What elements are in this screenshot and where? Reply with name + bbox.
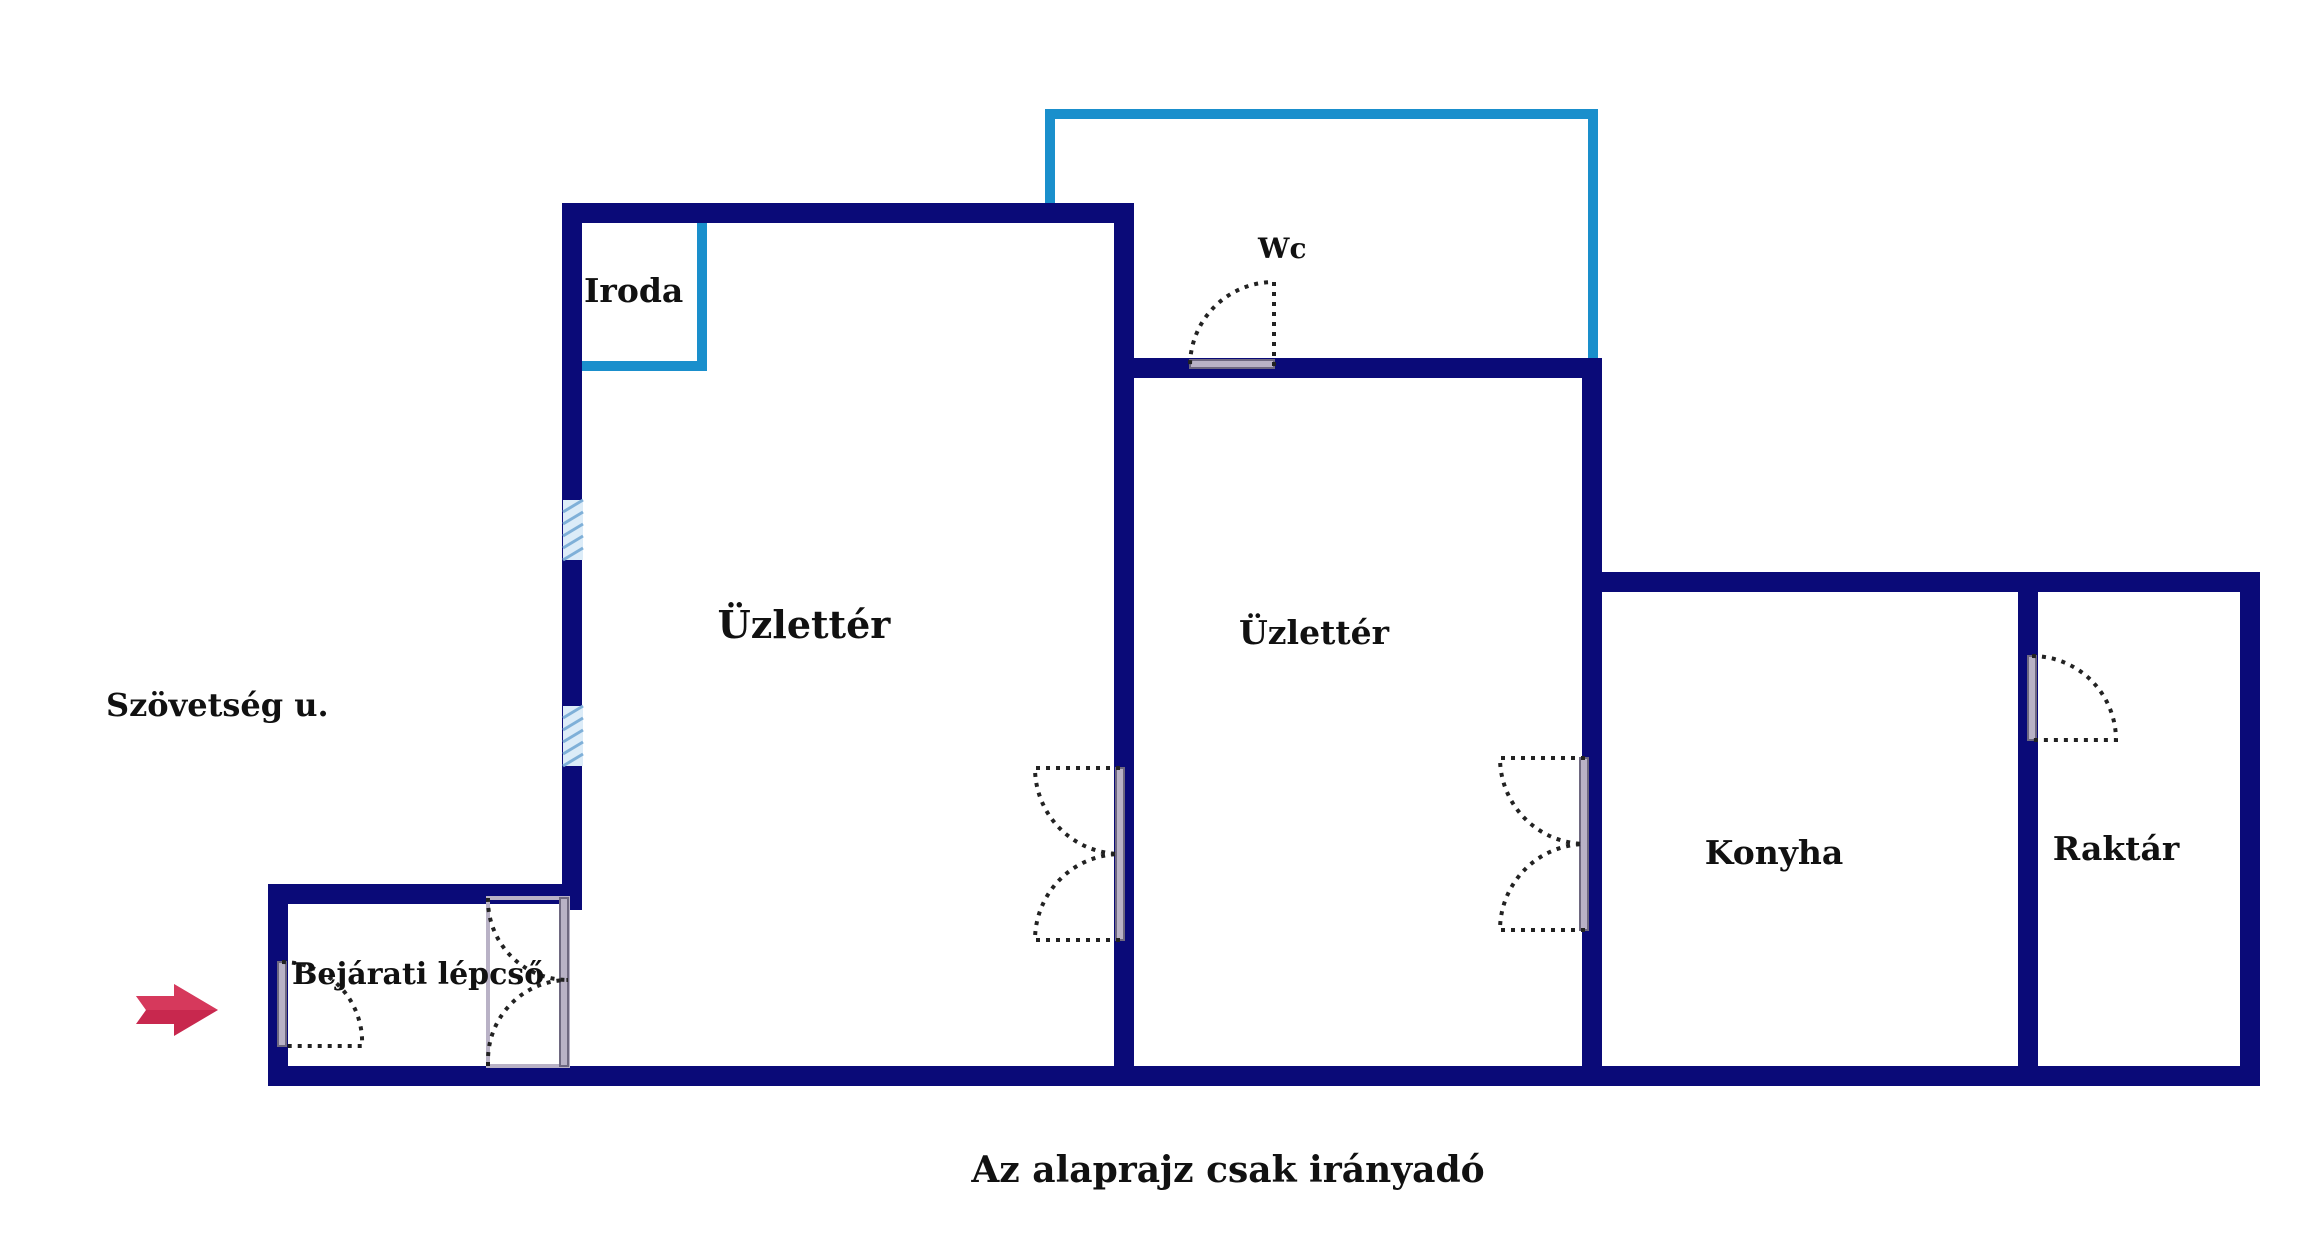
footer-note: Az alaprajz csak irányadó: [970, 1149, 1484, 1191]
label-raktar: Raktár: [2053, 829, 2180, 868]
label-uzletter-2: Üzlettér: [1239, 612, 1390, 652]
label-konyha: Konyha: [1705, 833, 1844, 872]
label-iroda: Iroda: [584, 271, 683, 310]
door-left-shop-double: [1032, 766, 1125, 942]
door-storage: [2027, 654, 2119, 742]
window-lower: [562, 704, 584, 768]
secondary-walls: [574, 109, 1598, 371]
wall-right-shop: [1129, 358, 1602, 592]
door-entrance: [277, 959, 365, 1048]
arrow-right-icon: [136, 984, 218, 1036]
label-wc: Wc: [1257, 232, 1307, 265]
label-uzletter-1: Üzlettér: [718, 602, 892, 647]
door-wc: [1188, 279, 1276, 369]
label-street: Szövetség u.: [106, 686, 329, 724]
door-vestibule-double: [485, 896, 570, 1068]
window-upper: [562, 498, 584, 562]
door-right-shop-double: [1497, 756, 1589, 932]
wall-kitchen-top: [1582, 572, 2260, 1086]
wc-wall: [1045, 109, 1598, 366]
iroda-wall: [574, 213, 707, 371]
label-bejarati-lepcso: Bejárati lépcső: [292, 957, 544, 992]
